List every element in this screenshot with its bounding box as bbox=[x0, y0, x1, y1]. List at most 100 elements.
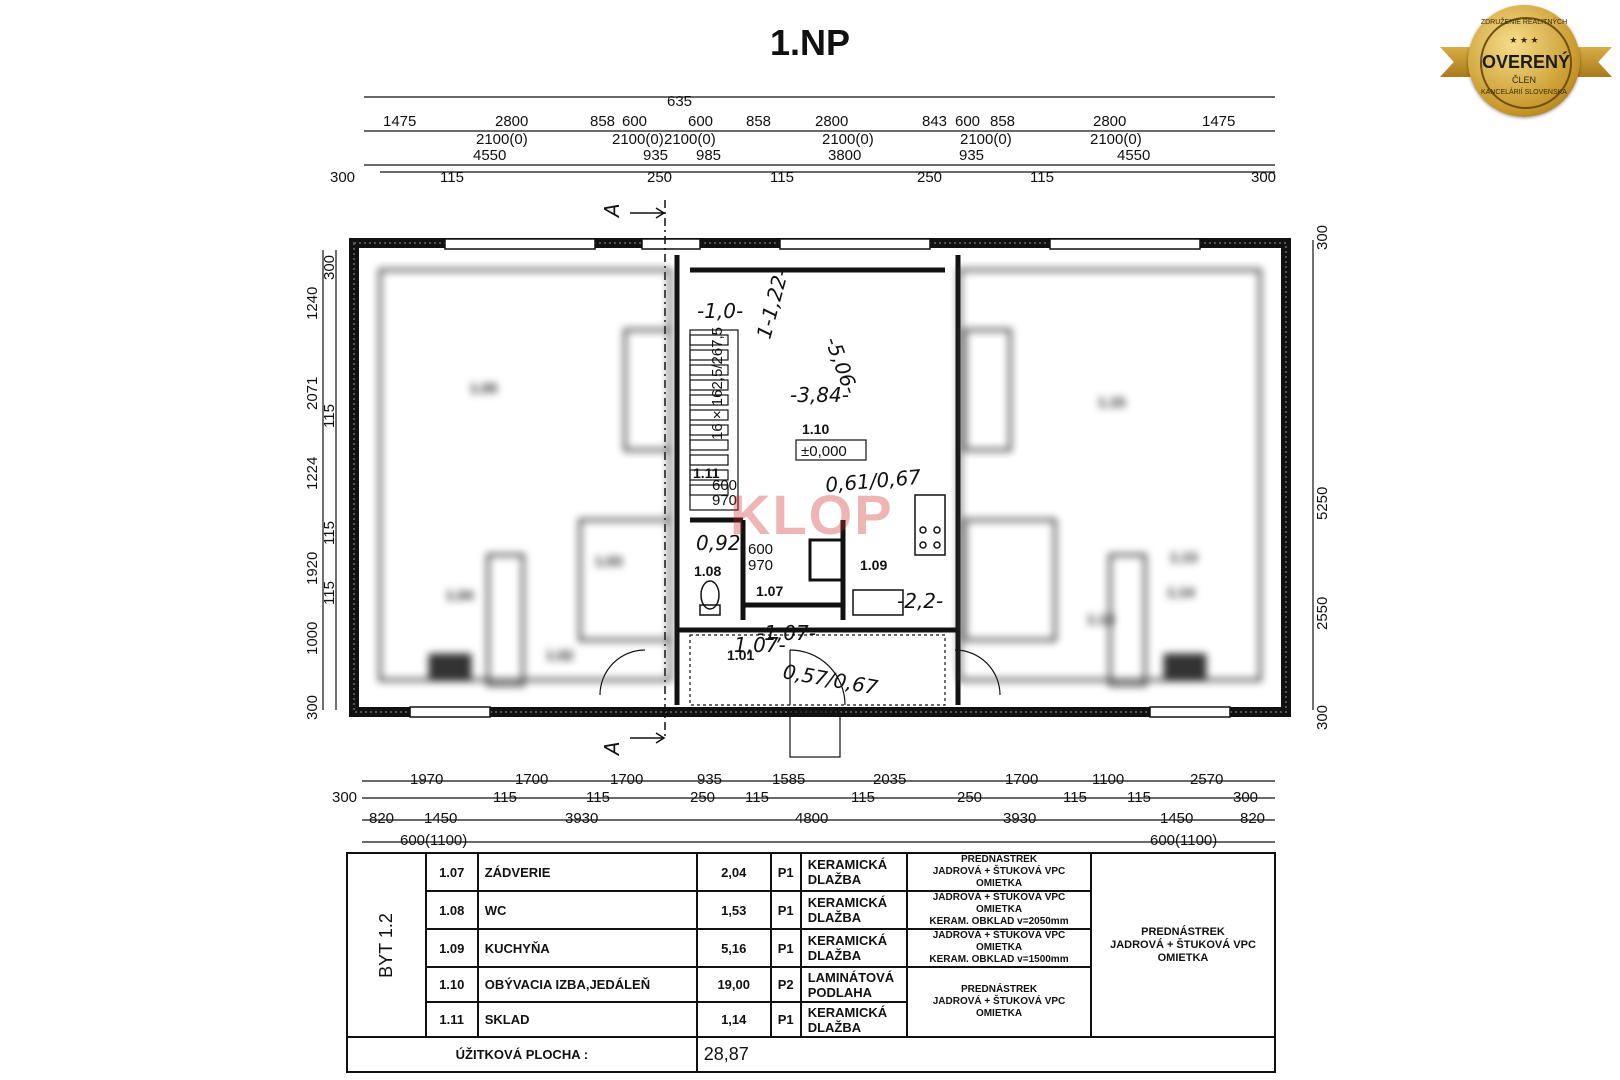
dimension-label: 2100(0) bbox=[960, 131, 1012, 148]
badge-disc bbox=[1468, 5, 1580, 117]
handwritten-note: -2,2- bbox=[897, 589, 943, 613]
badge-stars: ★ ★ ★ bbox=[1509, 35, 1539, 45]
dimension-label: 115 bbox=[586, 789, 610, 806]
handwritten-note: 0,57/0,67 bbox=[781, 659, 880, 699]
room-schedule-table: BYT 1.2 1.07 ZÁDVERIE 2,04 P1 KERAMICKÁ … bbox=[346, 852, 1277, 1073]
table-row: BYT 1.2 1.07 ZÁDVERIE 2,04 P1 KERAMICKÁ … bbox=[346, 852, 1276, 1038]
room-name: OBÝVACIA IZBA,JEDÁLEŇ bbox=[476, 966, 698, 1003]
floor-code: P2 bbox=[769, 966, 802, 1003]
handwritten-note: 1-1,22- bbox=[752, 266, 794, 341]
bottom-dimension-lines bbox=[362, 780, 1275, 843]
dimension-label: 2100(0) bbox=[822, 131, 874, 148]
wall-finish: JADROVÁ + ŠTUKOVÁ VPC OMIETKA KERAM. OBK… bbox=[906, 890, 1092, 930]
badge-arc-top: ZDRUŽENIE REALITNÝCH bbox=[1480, 19, 1568, 26]
room-labels: 1.101.111.081.071.091.01 bbox=[693, 421, 887, 663]
handwritten-note: -3,84- bbox=[790, 383, 849, 407]
blurred-room-label: 1.14 bbox=[1167, 584, 1194, 600]
dimension-label: 1970 bbox=[410, 771, 443, 788]
dimension-label: 1000 bbox=[304, 622, 321, 655]
dimension-label: 2100(0) bbox=[612, 131, 664, 148]
dimension-label: 1450 bbox=[1160, 810, 1193, 827]
blurred-room-label: 1.04 bbox=[446, 587, 473, 603]
room-area: 19,00 bbox=[695, 966, 772, 1003]
dimension-label: 4550 bbox=[473, 147, 506, 164]
table-row: 1.09 KUCHYŇA 5,16 P1 KERAMICKÁ DLAŽBA JA… bbox=[347, 928, 1275, 968]
door-swings bbox=[599, 649, 1001, 706]
floor-finish: KERAMICKÁ DLAŽBA bbox=[799, 1001, 909, 1038]
stair-small-2: 970 bbox=[712, 492, 737, 509]
stair-tread bbox=[689, 349, 729, 361]
room-name: SKLAD bbox=[476, 1001, 698, 1038]
dimension-label: 1920 bbox=[304, 552, 321, 585]
blurred-room-label: 1.15 bbox=[1098, 394, 1125, 410]
badge-main-text: OVERENÝ bbox=[1481, 52, 1571, 72]
room-name: KUCHYŇA bbox=[476, 928, 698, 968]
room-area: 5,16 bbox=[695, 928, 772, 968]
dimension-label: 3800 bbox=[828, 147, 861, 164]
stair-tread bbox=[689, 484, 729, 496]
dimension-label: 935 bbox=[697, 771, 722, 788]
dimension-label: 2071 bbox=[304, 377, 321, 410]
section-markers bbox=[630, 200, 666, 744]
dimension-label: 250 bbox=[690, 789, 715, 806]
wall-finish-text: PREDNÁSTREK JADROVÁ + ŠTUKOVÁ VPC OMIETK… bbox=[932, 984, 1066, 1019]
interior-walls bbox=[674, 255, 961, 705]
dimension-label: 2800 bbox=[495, 113, 528, 130]
room-code: 1.09 bbox=[424, 928, 479, 968]
blurred-room-label: 1.13 bbox=[1170, 549, 1197, 565]
room-label: 1.11 bbox=[693, 465, 720, 481]
wall-finish-text: JADROVÁ + ŠTUKOVÁ VPC OMIETKA KERAM. OBK… bbox=[929, 930, 1069, 965]
dimension-label: 820 bbox=[1240, 810, 1265, 827]
dimension-overall: 635 bbox=[667, 93, 692, 110]
stair-tread bbox=[689, 439, 729, 451]
room-code: 1.07 bbox=[424, 852, 479, 892]
badge-sub-text: ČLEN bbox=[1511, 75, 1536, 85]
room-name: WC bbox=[476, 890, 698, 930]
stair-tread bbox=[689, 409, 729, 421]
dimension-label: 2570 bbox=[1190, 771, 1223, 788]
certification-badge: ZDRUŽENIE REALITNÝCH ★ ★ ★ OVERENÝ ČLEN … bbox=[1440, 5, 1612, 117]
stair-label: 16 × 162,5/267,5 bbox=[709, 327, 726, 440]
dimension-label: 115 bbox=[440, 169, 464, 186]
dimension-label: 115 bbox=[321, 581, 338, 605]
stair-tread bbox=[689, 424, 729, 436]
room-area: 2,04 bbox=[695, 852, 772, 892]
room-area: 1,53 bbox=[695, 890, 772, 930]
dimension-label: 2550 bbox=[1314, 597, 1331, 630]
dimension-label: 300 bbox=[1314, 705, 1331, 730]
section-marker-top: A bbox=[600, 203, 624, 219]
dimension-label: 115 bbox=[493, 789, 517, 806]
dimension-label: 300 bbox=[1251, 169, 1276, 186]
stair-tread bbox=[689, 364, 729, 376]
dimension-label: 935 bbox=[959, 147, 984, 164]
dimension-label: 300 bbox=[1233, 789, 1258, 806]
dimension-label: 1450 bbox=[424, 810, 457, 827]
badge-ring bbox=[1480, 17, 1572, 109]
floor-finish: KERAMICKÁ DLAŽBA bbox=[799, 852, 909, 892]
dimension-label: 600 bbox=[955, 113, 980, 130]
dimension-label: 300 bbox=[304, 695, 321, 720]
dimension-label: 115 bbox=[1063, 789, 1087, 806]
table-row: 1.10 OBÝVACIA IZBA,JEDÁLEŇ 19,00 P2 LAMI… bbox=[347, 966, 1275, 1038]
room-code: 1.08 bbox=[424, 890, 479, 930]
dimension-label: 600(1100) bbox=[400, 832, 467, 849]
dimension-label: 1700 bbox=[515, 771, 548, 788]
dimension-label: 115 bbox=[851, 789, 875, 806]
dimension-label: 250 bbox=[647, 169, 672, 186]
blurred-room-label: 1.03 bbox=[595, 553, 622, 569]
dimension-label: 3930 bbox=[1003, 810, 1036, 827]
dimension-label: 115 bbox=[321, 404, 338, 428]
stair-tread bbox=[689, 334, 729, 346]
dimension-label: 250 bbox=[957, 789, 982, 806]
wall-finish: PREDNÁSTREK JADROVÁ + ŠTUKOVÁ VPC OMIETK… bbox=[906, 852, 1092, 892]
room-label: 1.09 bbox=[860, 557, 887, 573]
dimension-label: 2100(0) bbox=[664, 131, 716, 148]
dimension-label: 300 bbox=[332, 789, 357, 806]
room-label: 1.01 bbox=[727, 647, 754, 663]
dimension-label: 1700 bbox=[610, 771, 643, 788]
dimension-label: 115 bbox=[745, 789, 769, 806]
dimension-label: 115 bbox=[1127, 789, 1151, 806]
handwritten-note: 0,92 bbox=[696, 531, 741, 555]
